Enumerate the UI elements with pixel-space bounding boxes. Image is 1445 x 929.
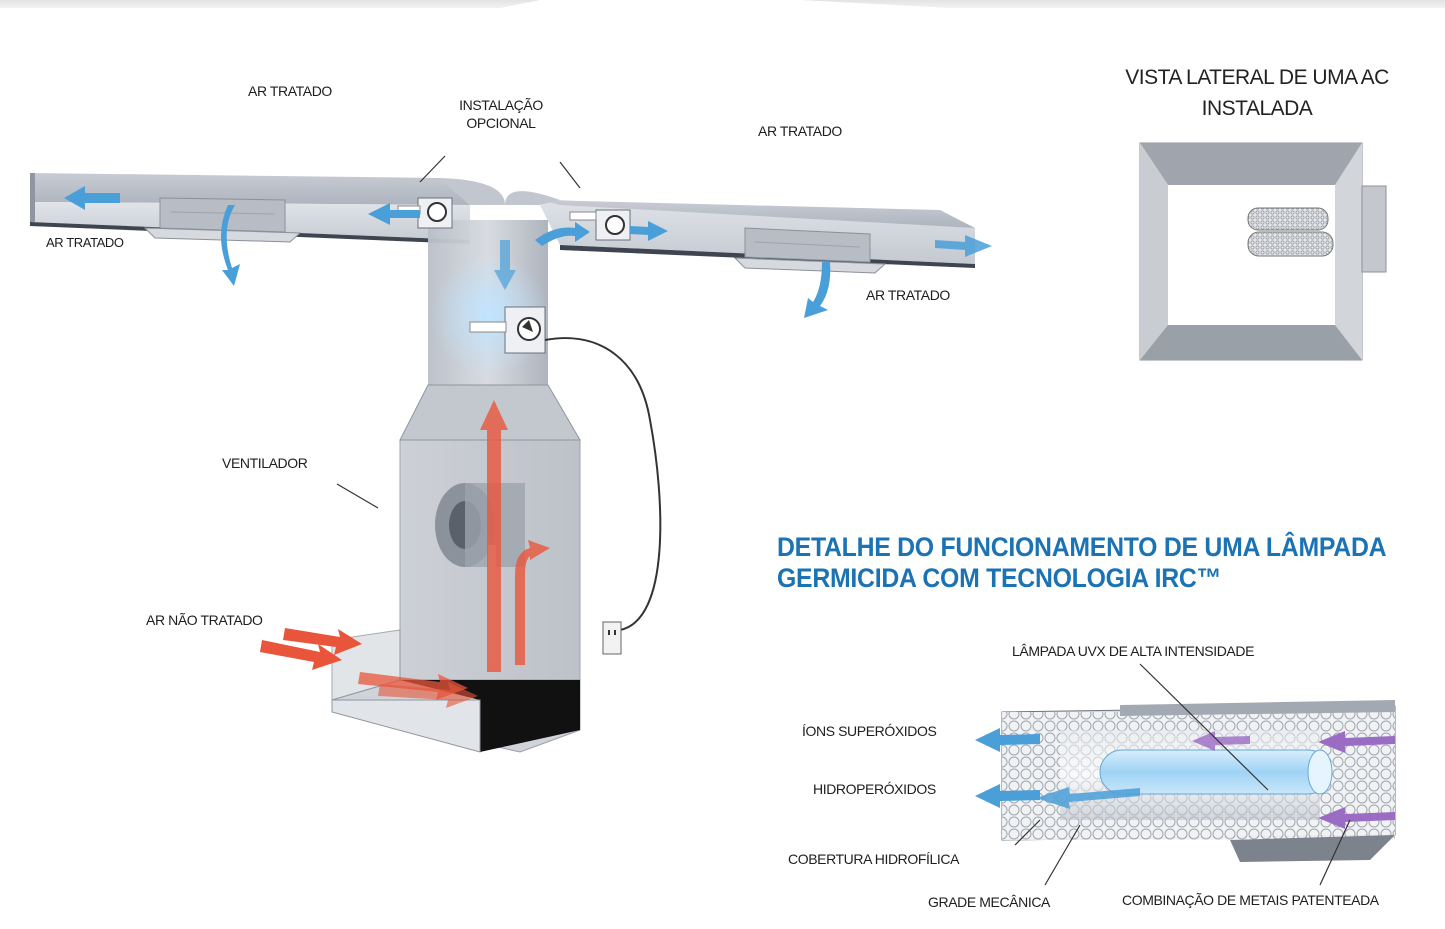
untreated-air-arrows (260, 400, 550, 708)
label-patented-metals: COMBINAÇÃO DE METAIS PATENTEADA (1122, 892, 1379, 908)
detail-heading: DETALHE DO FUNCIONAMENTO DE UMA LÂMPADA … (777, 532, 1387, 594)
uv-unit-trunk (469, 306, 546, 354)
label-treated-air-right: AR TRATADO (866, 287, 950, 303)
label-superoxide-ions: ÍONS SUPERÓXIDOS (802, 723, 937, 739)
diffuser-right (733, 227, 887, 274)
label-optional-installation: INSTALAÇÃO OPCIONAL (459, 97, 543, 131)
irc-detail-illustration (975, 663, 1396, 886)
label-lamp: LÂMPADA UVX DE ALTA INTENSIDADE (1012, 643, 1255, 659)
label-fan: VENTILADOR (222, 455, 308, 471)
detail-heading-line1: DETALHE DO FUNCIONAMENTO DE UMA LÂMPADA (777, 532, 1387, 562)
side-view-title: VISTA LATERAL DE UMA AC INSTALADA (1125, 66, 1389, 120)
label-untreated-air: AR NÃO TRATADO (146, 612, 263, 628)
detail-heading-line2: GERMICIDA COM TECNOLOGIA IRC™ (777, 563, 1222, 593)
detail-leader-lines (1014, 663, 1351, 886)
side-view-illustration (1139, 142, 1387, 361)
treated-air-arrows (64, 186, 992, 318)
label-treated-air-left: AR TRATADO (46, 235, 124, 250)
uv-unit-right (569, 209, 631, 241)
top-band (0, 0, 1445, 8)
label-treated-air-top: AR TRATADO (248, 83, 332, 99)
leader-lines (336, 155, 581, 509)
power-cord (544, 337, 662, 631)
label-hydrophilic-coating: COBERTURA HIDROFÍLICA (788, 851, 960, 867)
label-hydroperoxides: HIDROPERÓXIDOS (813, 781, 936, 797)
power-outlet (602, 621, 622, 655)
label-treated-air-top-right: AR TRATADO (758, 123, 842, 139)
label-mechanical-grid: GRADE MECÂNICA (928, 894, 1050, 910)
